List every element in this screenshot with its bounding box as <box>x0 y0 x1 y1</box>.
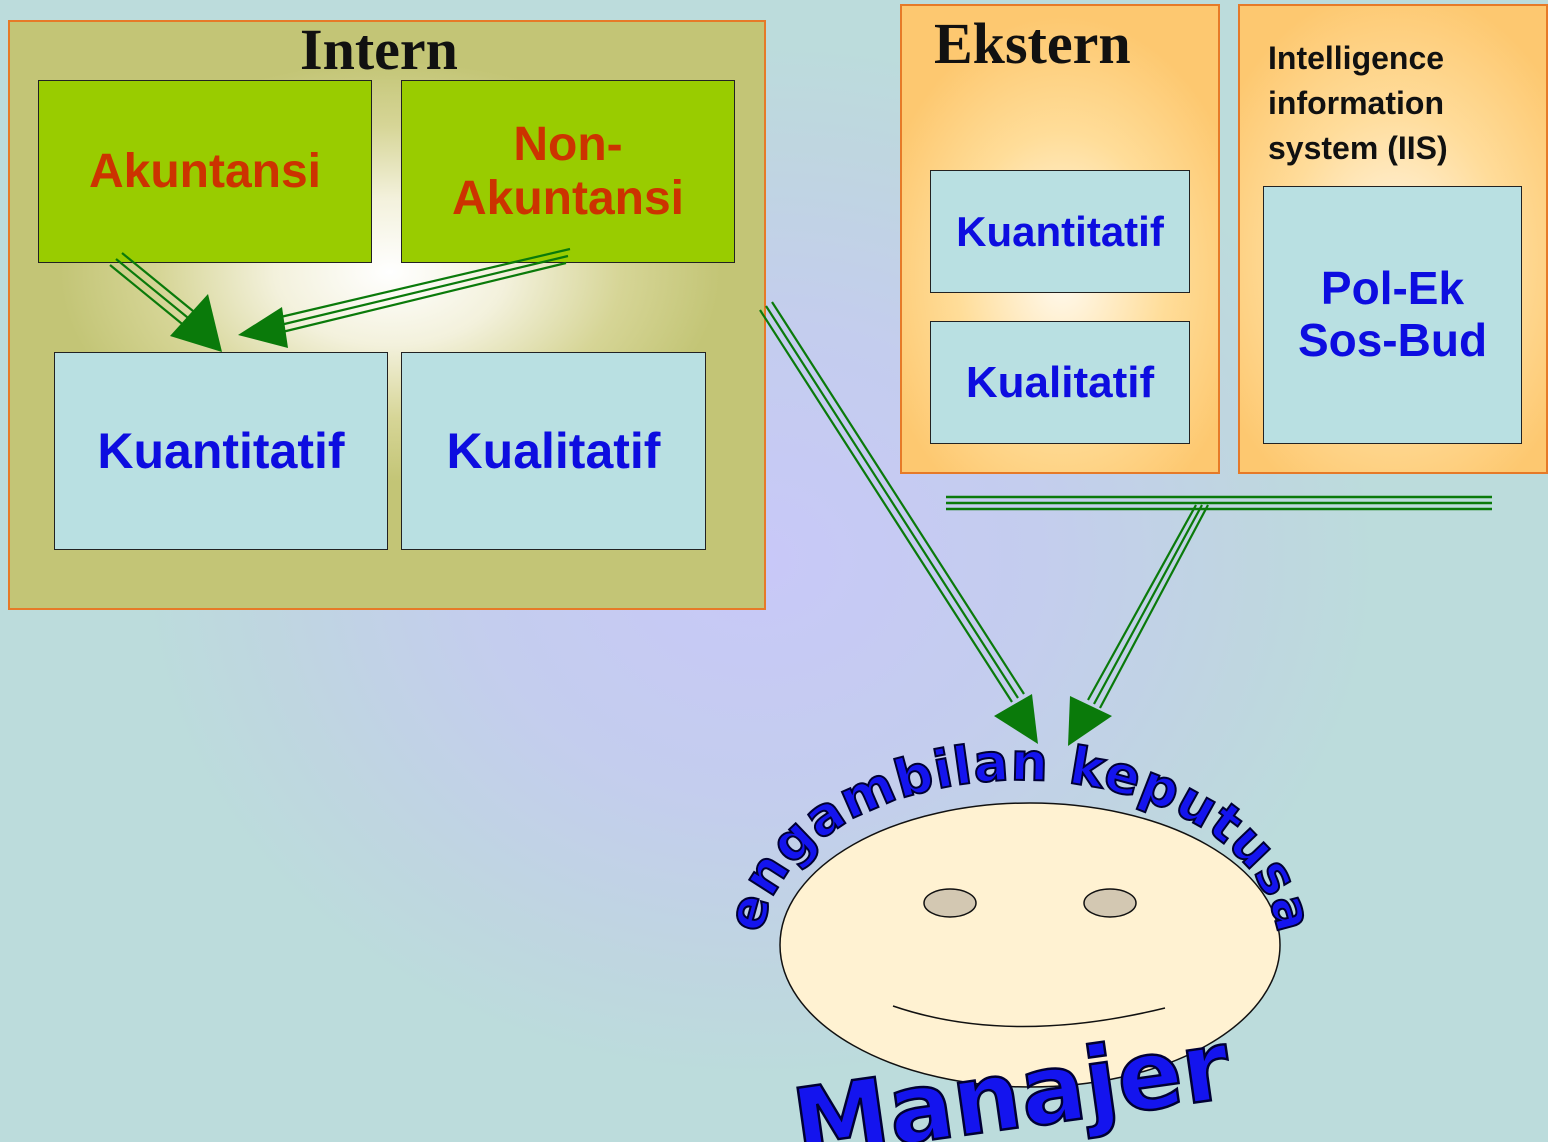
intern-kualitatif-box: Kualitatif <box>401 352 706 550</box>
decision-arc-text: Pengambilan keputusan <box>0 0 1324 939</box>
arrow-ekstern-to-manajer <box>1068 504 1209 746</box>
akuntansi-label: Akuntansi <box>88 144 322 198</box>
non-akuntansi-box: Non- Akuntansi <box>401 80 735 263</box>
decision-arc-textpath: Pengambilan keputusan <box>0 0 1324 939</box>
mouth <box>892 1005 1166 1028</box>
iis-title-line1: Intelligence <box>1268 40 1445 76</box>
intern-title: Intern <box>300 17 458 82</box>
ekstern-kualitatif-label: Kualitatif <box>965 357 1155 407</box>
iis-content-line1: Pol-Ek <box>1320 262 1465 315</box>
iis-title: Intelligence information system (IIS) <box>1268 36 1528 170</box>
akuntansi-box: Akuntansi <box>38 80 372 263</box>
arrow-intern-to-manajer <box>759 301 1038 744</box>
iis-title-line3: system (IIS) <box>1268 129 1448 166</box>
ekstern-kuantitatif-box: Kuantitatif <box>930 170 1190 293</box>
arrow-akuntansi-to-kuantitatif <box>109 252 222 352</box>
right-eye <box>1083 888 1137 918</box>
arrow-nonakuntansi-to-kuantitatif <box>238 247 571 348</box>
iis-content-box: Pol-Ek Sos-Bud <box>1263 186 1522 444</box>
manager-face <box>779 802 1281 1088</box>
ekstern-kuantitatif-label: Kuantitatif <box>956 207 1164 255</box>
iis-title-line2: information <box>1268 84 1444 121</box>
intern-kuantitatif-label: Kuantitatif <box>97 423 345 479</box>
intern-kuantitatif-box: Kuantitatif <box>54 352 388 550</box>
ekstern-kualitatif-box: Kualitatif <box>930 321 1190 444</box>
intern-kualitatif-label: Kualitatif <box>446 423 661 479</box>
ekstern-connector-bar <box>946 495 1492 511</box>
iis-content-line2: Sos-Bud <box>1297 314 1488 366</box>
non-akuntansi-label-line2: Akuntansi <box>451 171 685 225</box>
left-eye <box>923 888 977 918</box>
ekstern-title: Ekstern <box>934 11 1131 76</box>
face-outline <box>779 802 1281 1088</box>
non-akuntansi-label-line1: Non- <box>513 117 623 171</box>
